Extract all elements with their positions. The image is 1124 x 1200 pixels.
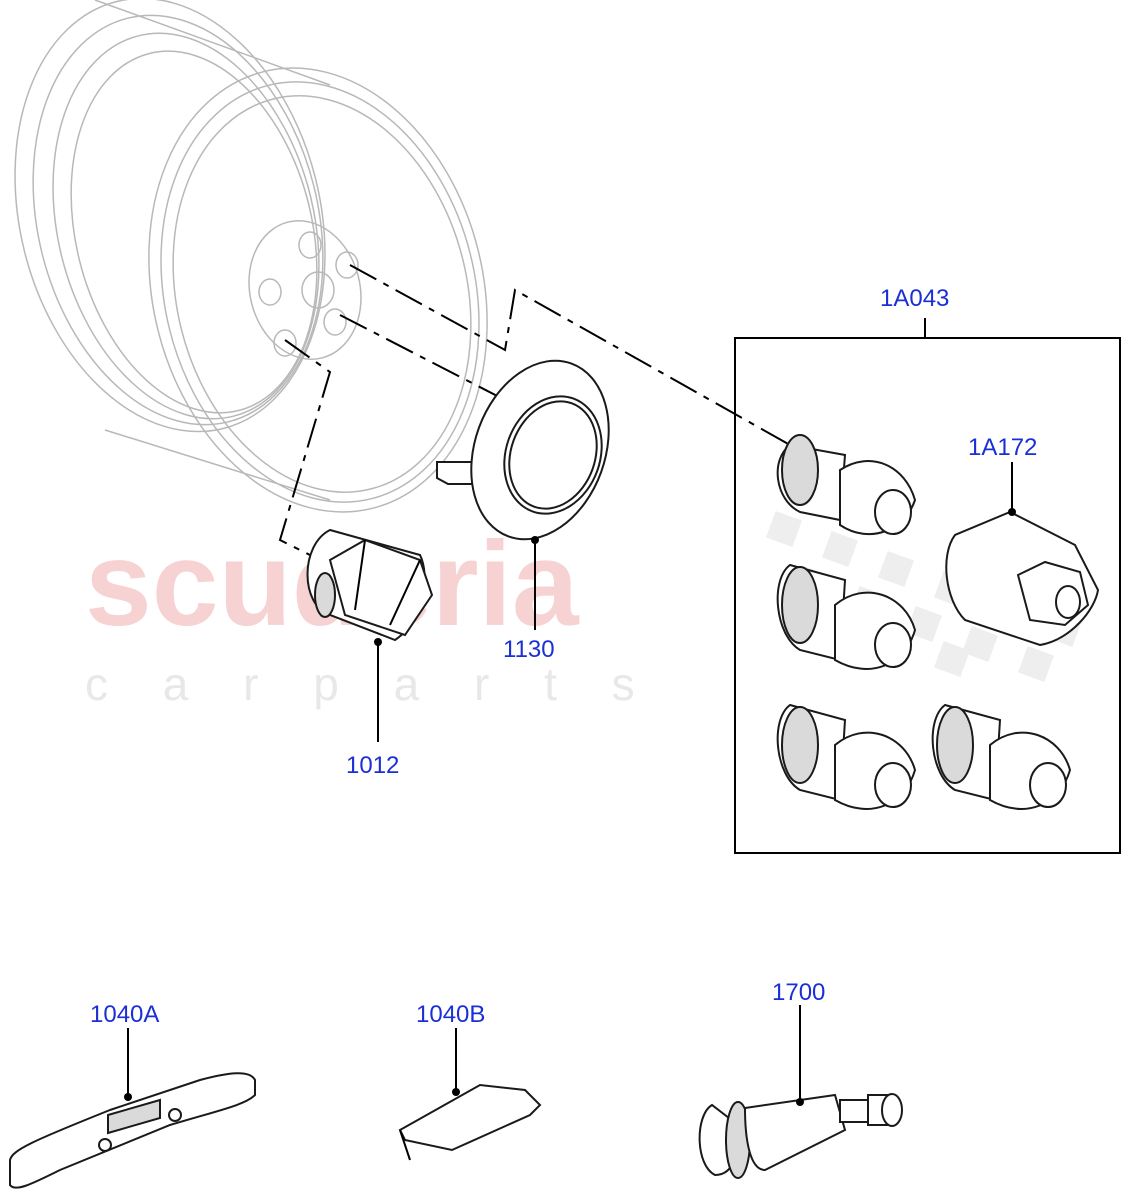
watermark-tagline: c a r p a r t s bbox=[85, 658, 637, 710]
locking-nut-kit bbox=[734, 337, 1121, 854]
locking-nut-2 bbox=[776, 563, 917, 670]
callout-1A172[interactable]: 1A172 bbox=[968, 434, 1037, 461]
callout-1700[interactable]: 1700 bbox=[772, 979, 825, 1006]
callout-1040A[interactable]: 1040A bbox=[90, 1001, 159, 1028]
locking-nut-4 bbox=[931, 703, 1072, 810]
callout-1040B[interactable]: 1040B bbox=[416, 1001, 485, 1028]
balance-weight-b bbox=[398, 1083, 542, 1161]
wheel-centre-cap bbox=[436, 359, 610, 541]
callout-labels: 1A043 1A172 1130 1012 1040A 1040B 1700 bbox=[90, 285, 1037, 1028]
wheel-bolt-holes bbox=[258, 231, 359, 357]
callout-leaders bbox=[127, 318, 1016, 1102]
wheel-nut bbox=[306, 528, 434, 642]
wheel-rim bbox=[14, 0, 488, 513]
assembly-lines bbox=[278, 264, 791, 556]
balance-weight-a bbox=[9, 1072, 256, 1189]
callout-1012[interactable]: 1012 bbox=[346, 752, 399, 779]
locking-nut-1 bbox=[776, 434, 917, 535]
locking-key bbox=[945, 510, 1100, 647]
watermark: scuderia c a r p a r t s bbox=[85, 511, 1082, 710]
locking-nut-3 bbox=[776, 703, 917, 810]
tyre-valve bbox=[698, 1093, 903, 1179]
callout-1130[interactable]: 1130 bbox=[503, 636, 555, 663]
callout-1A043[interactable]: 1A043 bbox=[880, 285, 949, 312]
